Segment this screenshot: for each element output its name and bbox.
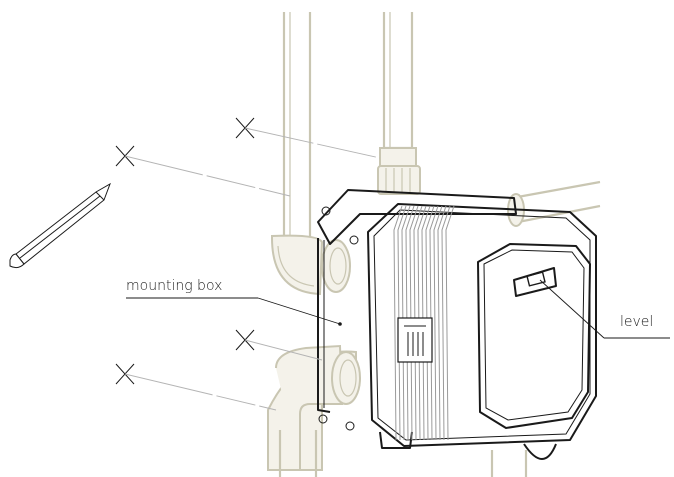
level-label: level: [620, 314, 653, 330]
pipes: [267, 12, 601, 477]
wrap-line: [429, 205, 439, 441]
front-cover: [367, 203, 597, 460]
wrap-line: [425, 205, 435, 441]
wrap-line: [393, 205, 403, 441]
wrap-line: [405, 205, 415, 441]
spirit-level-icon: [513, 267, 557, 297]
mounting-box-label: mounting box: [126, 278, 222, 294]
pencil-icon: [9, 182, 111, 269]
wrap-line: [445, 205, 455, 441]
mounting-box-callout: mounting box: [126, 278, 341, 325]
drill-mark-x-icon-top: [235, 117, 381, 159]
drill-mark-x-icon-bottom: [115, 363, 277, 411]
label-plate: [397, 317, 433, 363]
drill-mark-x-icon-middle: [235, 329, 323, 361]
level-callout: level: [539, 279, 670, 339]
wrap-line: [437, 205, 447, 441]
wrap-line: [433, 205, 443, 441]
wrap-line: [441, 205, 451, 441]
wrap-line: [413, 205, 423, 441]
wrap-line: [397, 205, 407, 441]
wrap-line: [421, 205, 431, 441]
wrap-line: [409, 205, 419, 441]
cover-wrap-band: [393, 205, 455, 441]
wrap-line: [401, 205, 411, 441]
drill-mark-x-icon-pencil: [115, 145, 291, 197]
wrap-line: [417, 205, 427, 441]
mounting-box-body: [317, 189, 517, 449]
